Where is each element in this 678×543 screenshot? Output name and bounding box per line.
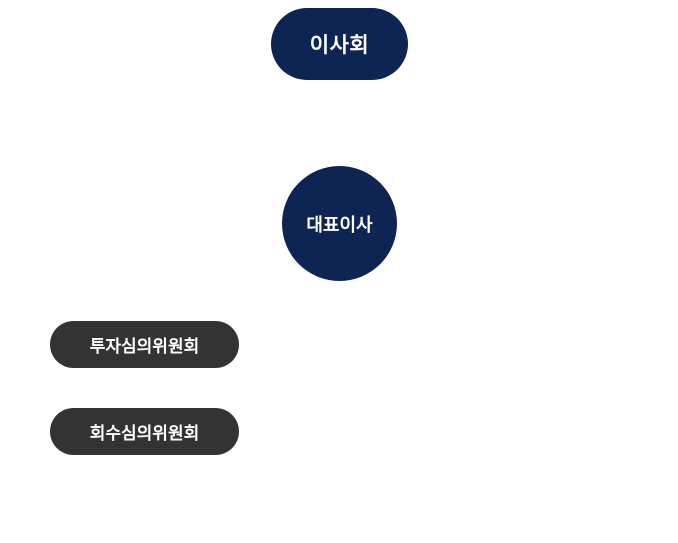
board-label: 이사회 [309,33,370,57]
investment-committee-node: 투자심의위원회 [50,321,239,368]
investment-committee-label: 투자심의위원회 [89,337,200,357]
recovery-committee-label: 회수심의위원회 [89,424,200,444]
recovery-committee-node: 회수심의위원회 [50,408,239,455]
board-node: 이사회 [271,8,408,80]
ceo-label: 대표이사 [306,214,373,236]
ceo-node: 대표이사 [282,166,397,281]
